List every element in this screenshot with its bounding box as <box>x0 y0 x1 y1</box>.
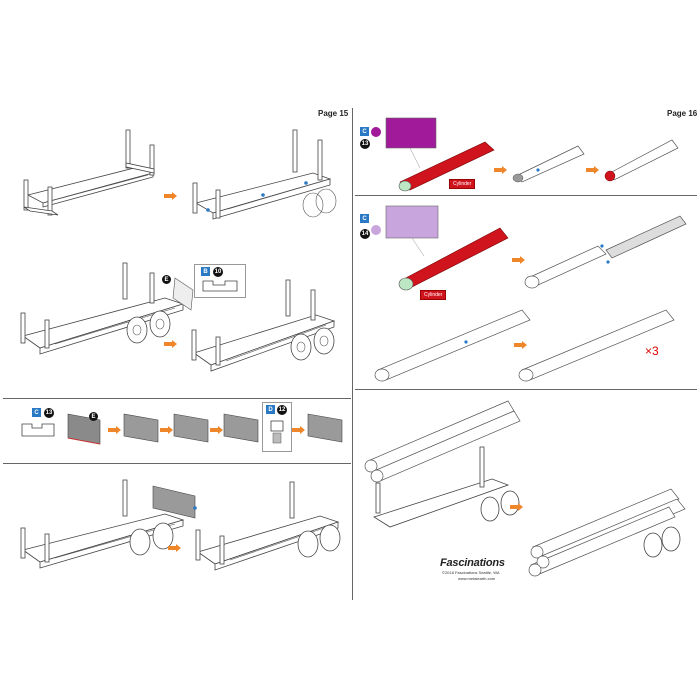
panel-grey-4 <box>223 413 259 443</box>
arrow-right-step1b <box>586 166 599 174</box>
trailer-wheels-step2 <box>20 262 194 355</box>
part-d-shape <box>270 420 284 444</box>
cylinder-joined-step2 <box>524 215 687 289</box>
left-divider-lower <box>3 463 351 464</box>
part-d-callout: D 12 <box>262 402 292 452</box>
arrow-step2 <box>164 340 177 348</box>
part-14-badge: 14 <box>360 229 370 239</box>
part-13-badge: 13 <box>44 408 54 418</box>
brand-url: www.metalearth.com <box>458 576 496 581</box>
panel-e-badge: E <box>89 412 98 421</box>
cylinder-label-2: Cylinder <box>420 290 447 300</box>
part-c-badge-right: C <box>360 127 369 136</box>
trailer-panel-step3 <box>20 479 197 569</box>
arrow-strip-2 <box>160 426 173 434</box>
trailer-wheels-step2-result <box>191 279 336 372</box>
arrow-step3 <box>168 544 181 552</box>
part-c-badge: C <box>32 408 41 417</box>
part-e-badge: E <box>162 275 171 284</box>
quantity-multiplier: ×3 <box>645 344 659 358</box>
left-divider-upper <box>3 398 351 399</box>
page-number-left: Page 15 <box>318 109 349 118</box>
part-13-badge-right: 13 <box>360 139 370 149</box>
panel-grey-3 <box>173 413 209 443</box>
right-divider-upper <box>355 195 697 196</box>
long-cylinder-1 <box>374 309 531 382</box>
cylinder-rolled-1 <box>512 145 585 183</box>
arrow-right-step2 <box>512 256 525 264</box>
part-b-callout: B 10 <box>194 264 246 298</box>
panel-grey-2 <box>123 413 159 443</box>
arrow-right-step3 <box>514 341 527 349</box>
logs-loaded-final <box>528 488 686 577</box>
vertical-divider <box>352 108 353 600</box>
right-divider-lower <box>355 389 697 390</box>
panel-grey-5 <box>307 413 343 443</box>
part-b-badge: B <box>201 267 210 276</box>
part-b-shape <box>202 280 238 292</box>
cylinder-rolled-2 <box>604 139 679 182</box>
trailer-frame-step1 <box>23 129 155 216</box>
cylinder-label: Cylinder <box>449 179 476 189</box>
arrow-right-step1 <box>494 166 507 174</box>
part-12-badge: 12 <box>277 405 287 415</box>
lavender-sheet-callout <box>371 205 509 291</box>
trailer-panel-step3-result <box>195 481 341 571</box>
part-c-badge-right-2: C <box>360 214 369 223</box>
brand-name: Fascinations <box>440 557 505 569</box>
page-number-right: Page 16 <box>667 109 698 118</box>
arrow-step1 <box>164 192 177 200</box>
part-d-badge: D <box>266 405 275 414</box>
magenta-sheet-callout <box>371 117 495 192</box>
arrow-strip-1 <box>108 426 121 434</box>
part-c-shape <box>21 423 55 437</box>
arrow-right-step4 <box>510 503 523 511</box>
arrow-strip-4 <box>292 426 305 434</box>
long-cylinder-2 <box>518 309 675 382</box>
panel-grey-1 <box>67 413 101 445</box>
part-10-badge: 10 <box>213 267 223 277</box>
brand-copyright: ©2018 Fascinations Seattle, WA <box>442 570 500 575</box>
part-c-callout: C 13 <box>18 408 58 440</box>
logs-trailer-step4 <box>364 400 521 528</box>
arrow-strip-3 <box>210 426 223 434</box>
trailer-assembled-step1 <box>192 129 337 220</box>
